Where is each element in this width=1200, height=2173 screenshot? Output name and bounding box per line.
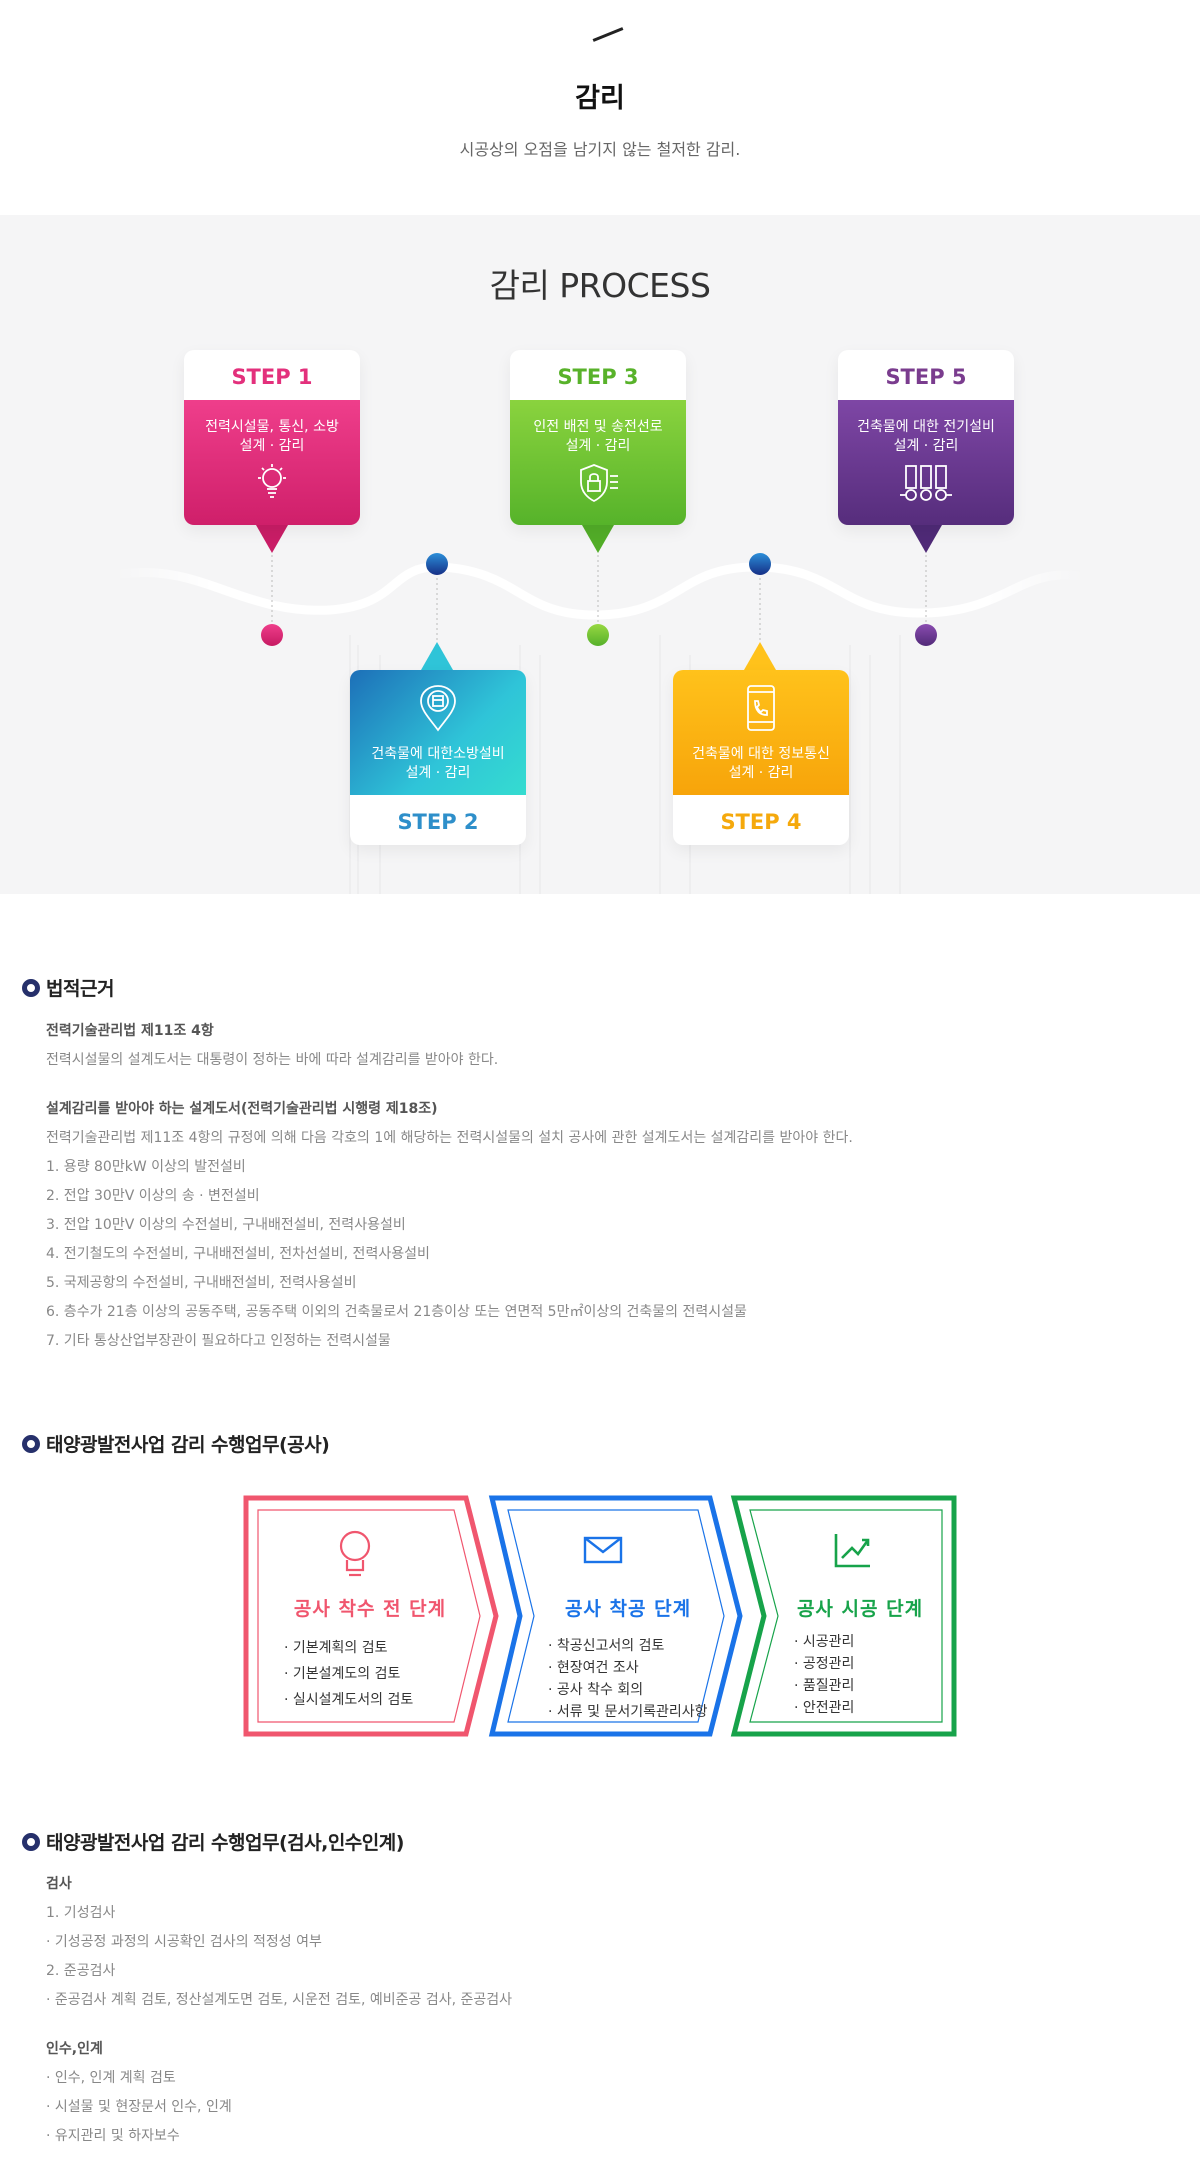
process-title: 감리 PROCESS — [489, 266, 711, 305]
step-3-desc: 인전 배전 및 송전선로 — [533, 419, 663, 435]
list-item: · 준공검사 계획 검토, 정산설계도면 검토, 시운전 검토, 예비준공 검사… — [46, 1992, 513, 2008]
step-4-desc-2: 설계 · 감리 — [728, 765, 794, 781]
lightbulb-icon — [339, 1530, 371, 1577]
list-item: · 시설물 및 현장문서 인수, 인계 — [46, 2099, 232, 2115]
step-4-label: STEP 4 — [720, 810, 802, 834]
list-item: 6. 층수가 21층 이상의 공동주택, 공동주택 이외의 건축물로서 21층이… — [46, 1304, 747, 1320]
stage-frames — [243, 1495, 957, 1737]
envelope-icon — [583, 1536, 623, 1564]
list-item: 2. 전압 30만V 이상의 송 · 변전설비 — [46, 1188, 260, 1204]
step-1-card: STEP 1 전력시설물, 통신, 소방 설계 · 감리 — [184, 350, 360, 525]
stage-commencement: 공사 착공 단계 · 착공신고서의 검토 · 현장여건 조사 · 공사 착수 회… — [538, 1594, 718, 1723]
legal-block-2-text: 전력기술관리법 제11조 4항의 규정에 의해 다음 각호의 1에 해당하는 전… — [46, 1130, 853, 1146]
step-3-desc-2: 설계 · 감리 — [565, 438, 631, 454]
step-1-desc-2: 설계 · 감리 — [239, 438, 305, 454]
solar-work-section-title: 태양광발전사업 감리 수행업무(공사) — [22, 1430, 330, 1457]
chart-up-icon — [834, 1534, 870, 1568]
list-item: · 기본계획의 검토 — [284, 1640, 388, 1656]
stage-title: 공사 시공 단계 — [796, 1598, 924, 1620]
decorative-slash — [592, 27, 624, 42]
step-1-dot — [261, 624, 283, 646]
list-item: · 안전관리 — [794, 1700, 855, 1716]
step-3-label: STEP 3 — [557, 365, 639, 389]
list-item: · 공정관리 — [794, 1656, 855, 1672]
legal-block-1-text: 전력시설물의 설계도서는 대통령이 정하는 바에 따라 설계감리를 받아야 한다… — [46, 1052, 499, 1068]
step-2-label: STEP 2 — [397, 810, 479, 834]
legal-section-title: 법적근거 — [22, 974, 114, 1001]
step-3-dot — [587, 624, 609, 646]
stage-title: 공사 착수 전 단계 — [293, 1598, 447, 1620]
step-2-desc-2: 설계 · 감리 — [405, 765, 471, 781]
legal-content: 전력기술관리법 제11조 4항 전력시설물의 설계도서는 대통령이 정하는 바에… — [46, 1017, 853, 1356]
list-item: · 착공신고서의 검토 — [548, 1638, 665, 1654]
handover-head: 인수,인계 — [46, 2041, 103, 2057]
step-1-desc: 전력시설물, 통신, 소방 — [205, 419, 339, 435]
list-item: 7. 기타 통상산업부장관이 필요하다고 인정하는 전력시설물 — [46, 1333, 391, 1349]
fire-extinguisher-pin-icon — [420, 685, 456, 732]
list-item: 2. 준공검사 — [46, 1963, 116, 1979]
bullet-ring-icon — [22, 979, 40, 997]
step-5-card: STEP 5 건축물에 대한 전기설비 설계 · 감리 — [838, 350, 1014, 525]
step-5-dot — [915, 624, 937, 646]
page-subtitle: 시공상의 오점을 남기지 않는 철저한 감리. — [459, 140, 741, 159]
work-stage-flow: 공사 착수 전 단계 · 기본계획의 검토 · 기본설계도의 검토 · 실시설계… — [0, 1490, 1200, 1750]
step-5-desc: 건축물에 대한 전기설비 — [857, 419, 995, 435]
step-1-pointer — [256, 525, 288, 553]
list-item: · 기본설계도의 검토 — [284, 1666, 401, 1682]
list-item: · 실시설계도서의 검토 — [284, 1692, 414, 1708]
smartphone-call-icon — [747, 685, 775, 731]
page-header: 감리 시공상의 오점을 남기지 않는 철저한 감리. — [0, 0, 1200, 215]
list-item: 3. 전압 10만V 이상의 수전설비, 구내배전설비, 전력사용설비 — [46, 1217, 406, 1233]
step-4-desc: 건축물에 대한 정보통신 — [692, 746, 830, 762]
solar-inspect-section-title: 태양광발전사업 감리 수행업무(검사,인수인계) — [22, 1828, 404, 1855]
list-item: · 공사 착수 회의 — [548, 1682, 644, 1698]
list-item: 4. 전기철도의 수전설비, 구내배전설비, 전차선설비, 전력사용설비 — [46, 1246, 430, 1262]
step-2-desc: 건축물에 대한소방설비 — [371, 746, 505, 762]
bullet-ring-icon — [22, 1435, 40, 1453]
step-2-pointer — [421, 642, 453, 670]
step-3-body: 인전 배전 및 송전선로 설계 · 감리 — [510, 400, 686, 525]
list-item: 1. 용량 80만kW 이상의 발전설비 — [46, 1159, 246, 1175]
bullet-ring-icon — [22, 1833, 40, 1851]
step-4-card: 건축물에 대한 정보통신 설계 · 감리 STEP 4 — [673, 670, 849, 845]
security-shield-icon — [580, 464, 618, 503]
stage-title: 공사 착공 단계 — [564, 1598, 692, 1620]
list-item: · 기성공정 과정의 시공확인 검사의 적정성 여부 — [46, 1934, 322, 1950]
page-title: 감리 — [575, 83, 625, 114]
step-2-card: 건축물에 대한소방설비 설계 · 감리 STEP 2 — [350, 670, 526, 845]
step-3-card: STEP 3 인전 배전 및 송전선로 설계 · 감리 — [510, 350, 686, 525]
step-2-body: 건축물에 대한소방설비 설계 · 감리 — [350, 670, 526, 795]
list-item: · 품질관리 — [794, 1678, 855, 1694]
legal-block-1-head: 전력기술관리법 제11조 4항 — [46, 1023, 214, 1039]
process-section: 감리 PROCESS — [0, 215, 1200, 894]
list-item: · 시공관리 — [794, 1634, 855, 1650]
process-timeline — [110, 525, 1090, 894]
inspect-content: 검사 1. 기성검사 · 기성공정 과정의 시공확인 검사의 적정성 여부 2.… — [46, 1870, 512, 2151]
list-item: · 현장여건 조사 — [548, 1660, 639, 1676]
step-5-body: 건축물에 대한 전기설비 설계 · 감리 — [838, 400, 1014, 525]
stage-construction: 공사 시공 단계 · 시공관리 · 공정관리 · 품질관리 · 안전관리 — [780, 1594, 940, 1719]
step-1-body: 전력시설물, 통신, 소방 설계 · 감리 — [184, 400, 360, 525]
list-item: 5. 국제공항의 수전설비, 구내배전설비, 전력사용설비 — [46, 1275, 357, 1291]
list-item: · 유지관리 및 하자보수 — [46, 2128, 180, 2144]
lightbulb-icon — [258, 464, 286, 498]
list-item: · 서류 및 문서기록관리사항 — [548, 1704, 708, 1720]
step-4-body: 건축물에 대한 정보통신 설계 · 감리 — [673, 670, 849, 795]
step-5-desc-2: 설계 · 감리 — [893, 438, 959, 454]
list-item: 1. 기성검사 — [46, 1905, 116, 1921]
power-tower-icon — [900, 465, 952, 501]
step-2-dot — [426, 553, 448, 575]
list-item: · 인수, 인계 계획 검토 — [46, 2070, 176, 2086]
step-5-pointer — [910, 525, 942, 553]
inspect-head: 검사 — [46, 1876, 72, 1892]
step-4-pointer — [744, 642, 776, 670]
step-4-dot — [749, 553, 771, 575]
legal-block-2-head: 설계감리를 받아야 하는 설계도서(전력기술관리법 시행령 제18조) — [46, 1101, 438, 1117]
stage-pre-construction: 공사 착수 전 단계 · 기본계획의 검토 · 기본설계도의 검토 · 실시설계… — [280, 1594, 460, 1713]
step-1-label: STEP 1 — [231, 365, 313, 389]
step-5-label: STEP 5 — [885, 365, 967, 389]
step-3-pointer — [582, 525, 614, 553]
